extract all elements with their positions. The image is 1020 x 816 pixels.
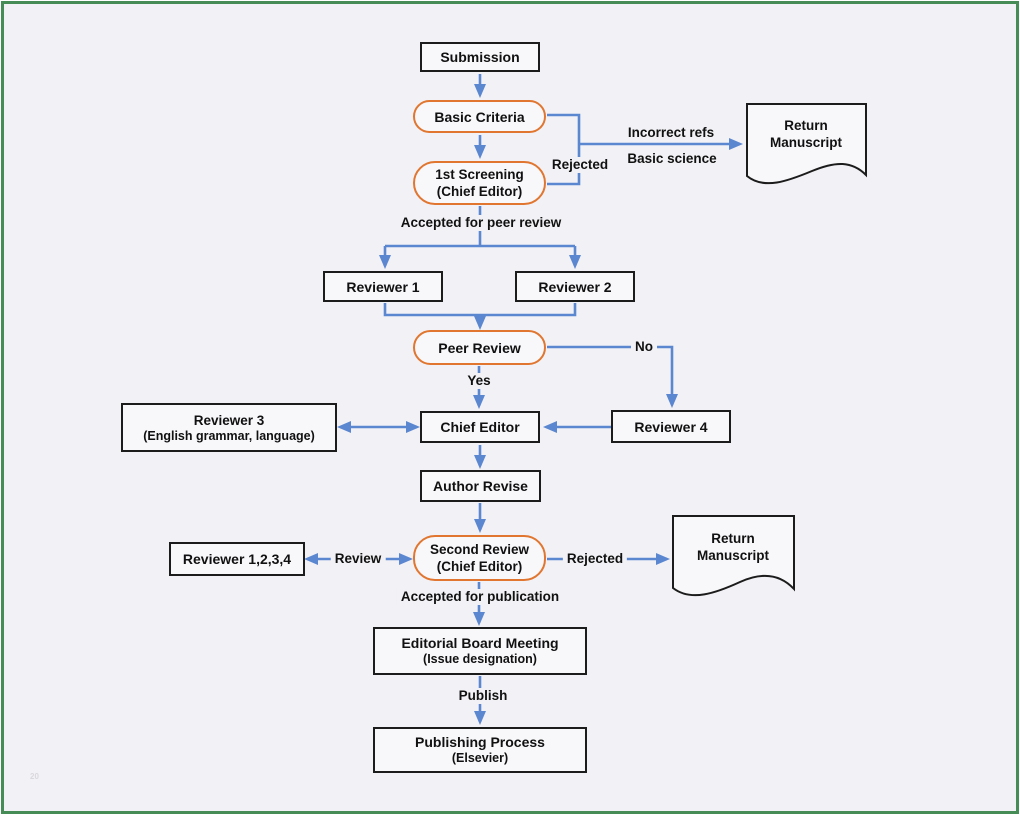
return-top-line1: Return xyxy=(784,118,828,133)
node-author-revise-label: Author Revise xyxy=(433,478,528,494)
line-no-branch xyxy=(547,345,674,404)
node-chief-editor: Chief Editor xyxy=(420,411,540,443)
document-shape-return-top xyxy=(746,103,867,185)
node-second-review-line1: Second Review xyxy=(429,542,530,557)
node-reviewer-1234-label: Reviewer 1,2,3,4 xyxy=(182,551,292,567)
node-reviewer-4-label: Reviewer 4 xyxy=(634,418,708,435)
return-top-line2: Manuscript xyxy=(769,135,843,150)
node-publishing-process-line2: (Elsevier) xyxy=(451,751,509,765)
node-peer-review-label: Peer Review xyxy=(438,339,521,356)
return-bottom-line2: Manuscript xyxy=(696,548,770,563)
label-yes: Yes xyxy=(463,373,495,389)
node-editorial-board-line1: Editorial Board Meeting xyxy=(401,635,559,651)
label-review: Review xyxy=(330,551,386,567)
node-first-screening: 1st Screening (Chief Editor) xyxy=(413,161,546,205)
node-basic-criteria: Basic Criteria xyxy=(413,100,546,133)
label-incorrect-refs: Incorrect refs xyxy=(623,125,719,141)
label-rejected-bottom: Rejected xyxy=(562,551,628,567)
label-accepted-publication: Accepted for publication xyxy=(396,589,564,605)
label-accepted-peer-review: Accepted for peer review xyxy=(396,215,566,231)
node-reviewer-1234: Reviewer 1,2,3,4 xyxy=(169,542,305,576)
node-publishing-process-line1: Publishing Process xyxy=(415,734,545,750)
line-rejected-bracket xyxy=(547,113,581,186)
node-reviewer-1-label: Reviewer 1 xyxy=(346,278,420,295)
label-no: No xyxy=(631,339,657,355)
node-reviewer-4: Reviewer 4 xyxy=(611,410,731,443)
node-reviewer-3: Reviewer 3 (English grammar, language) xyxy=(121,403,337,452)
node-second-review-line2: (Chief Editor) xyxy=(436,559,523,574)
line-reviewer-merge xyxy=(383,303,577,317)
node-author-revise: Author Revise xyxy=(420,470,541,502)
node-first-screening-line2: (Chief Editor) xyxy=(436,184,523,199)
node-second-review: Second Review (Chief Editor) xyxy=(413,535,546,581)
node-reviewer-1: Reviewer 1 xyxy=(323,271,443,302)
node-submission-label: Submission xyxy=(440,49,520,65)
node-reviewer-3-line2: (English grammar, language) xyxy=(143,428,315,443)
node-submission: Submission xyxy=(420,42,540,72)
node-reviewer-2: Reviewer 2 xyxy=(515,271,635,302)
node-first-screening-line1: 1st Screening xyxy=(435,167,524,182)
label-basic-science: Basic science xyxy=(623,151,721,167)
label-rejected-top: Rejected xyxy=(547,157,613,173)
return-bottom-line1: Return xyxy=(711,531,755,546)
node-peer-review: Peer Review xyxy=(413,330,546,365)
node-editorial-board: Editorial Board Meeting (Issue designati… xyxy=(373,627,587,675)
node-chief-editor-label: Chief Editor xyxy=(440,419,520,435)
document-shape-return-bottom xyxy=(672,515,795,597)
node-publishing-process: Publishing Process (Elsevier) xyxy=(373,727,587,773)
node-basic-criteria-label: Basic Criteria xyxy=(434,108,525,125)
label-publish: Publish xyxy=(454,688,512,704)
node-editorial-board-line2: (Issue designation) xyxy=(423,652,537,666)
node-reviewer-2-label: Reviewer 2 xyxy=(538,278,612,295)
node-return-manuscript-bottom: Return Manuscript xyxy=(697,530,769,564)
page-watermark: 20 xyxy=(30,772,39,781)
node-reviewer-3-line1: Reviewer 3 xyxy=(193,412,265,428)
node-return-manuscript-top: Return Manuscript xyxy=(770,117,842,151)
